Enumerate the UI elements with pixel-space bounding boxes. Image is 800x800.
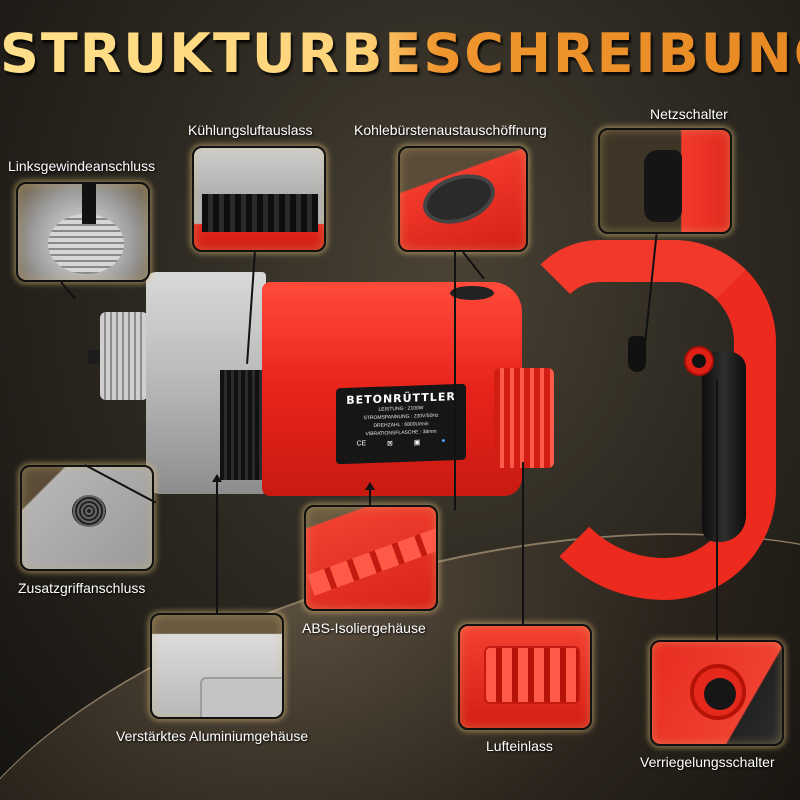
callout-card-aluminium (150, 613, 284, 719)
callout-card-zusatzgriff (20, 465, 154, 571)
callout-line (60, 281, 76, 300)
callout-label-abs: ABS-Isoliergehäuse (302, 620, 426, 636)
callout-line (454, 252, 456, 510)
page-title: STRUKTURBESCHREIBUNG (0, 22, 800, 85)
info-icon: ● (441, 437, 446, 445)
callout-line (216, 478, 218, 614)
callout-line (369, 486, 371, 506)
callout-card-kuehlung (192, 146, 326, 252)
callout-label-verriegelung: Verriegelungsschalter (640, 754, 775, 770)
callout-label-lufteinlass: Lufteinlass (486, 738, 553, 754)
callout-label-kuehlung: Kühlungsluftauslass (188, 122, 313, 138)
callout-line (522, 462, 524, 624)
arrow-head (365, 482, 375, 490)
double-insulation-icon: ▣ (413, 439, 421, 447)
ce-mark-icon: CE (356, 440, 367, 448)
weee-bin-icon: ⊠ (387, 440, 393, 448)
callout-label-netzschalter: Netzschalter (650, 106, 728, 122)
callout-label-aluminium: Verstärktes Aluminiumgehäuse (116, 728, 309, 744)
callout-label-zusatzgriff: Zusatzgriffanschluss (18, 580, 146, 596)
callout-card-verriegelung (650, 640, 784, 746)
callout-card-linksgewinde (16, 182, 150, 282)
callout-card-kohlebuerste (398, 146, 528, 252)
product-nameplate: BETONRÜTTLER LEISTUNG : 2100W STROMSPANN… (336, 383, 466, 465)
callout-card-abs (304, 505, 438, 611)
callout-label-kohlebuerste: Kohlebürstenaustauschöffnung (354, 122, 547, 138)
arrow-head (212, 474, 222, 482)
callout-line (462, 251, 485, 280)
callout-label-linksgewinde: Linksgewindeanschluss (8, 158, 156, 174)
callout-card-lufteinlass (458, 624, 592, 730)
callout-line (716, 380, 718, 640)
callout-card-netzschalter (598, 128, 732, 234)
